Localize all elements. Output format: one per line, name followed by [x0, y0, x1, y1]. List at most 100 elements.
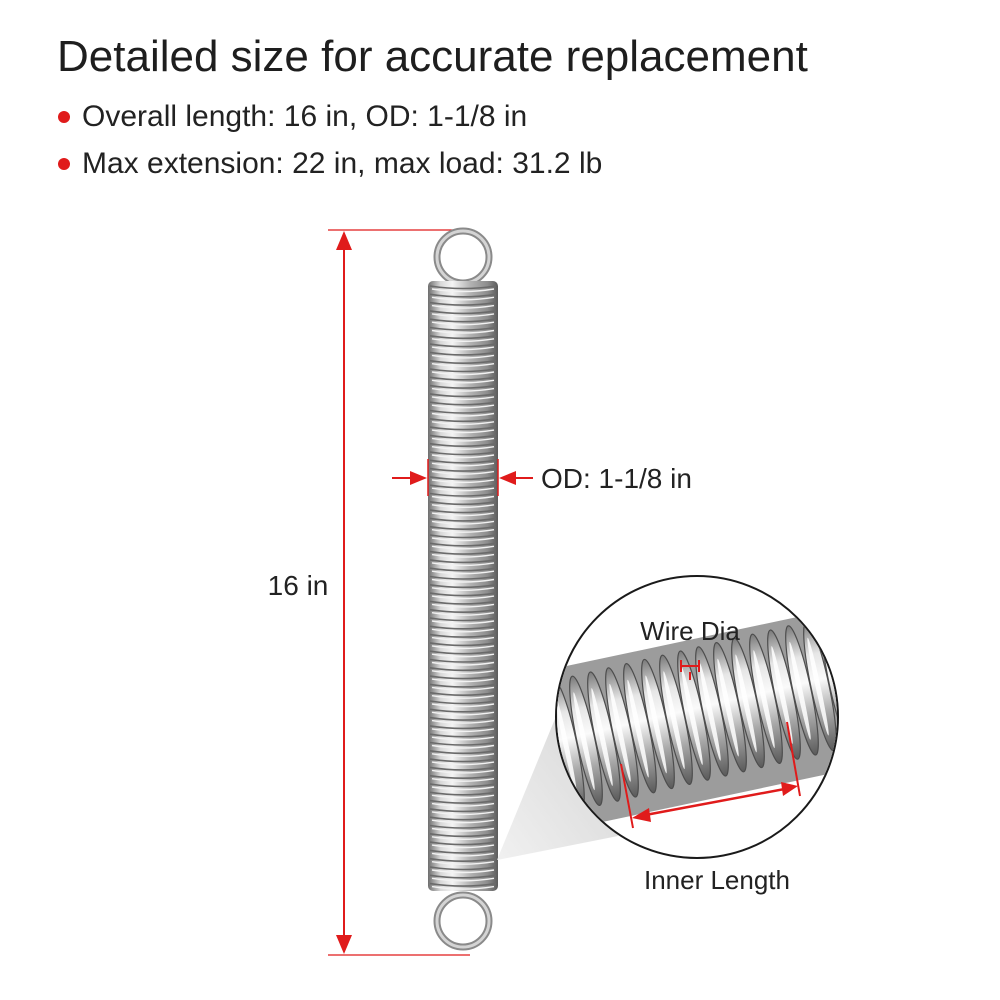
- coil-highlight: [431, 379, 495, 384]
- coil-turn: [429, 733, 497, 738]
- coil-highlight: [431, 296, 495, 301]
- coil-highlight: [431, 653, 495, 658]
- coil-highlight: [431, 338, 495, 342]
- zoom-coil-shine: [645, 675, 667, 774]
- zoom-coil-shine: [789, 641, 811, 740]
- coil-highlight: [431, 603, 495, 608]
- coil-highlight: [431, 736, 495, 741]
- coil-highlight: [431, 570, 495, 575]
- coil-turn: [429, 459, 497, 464]
- coil-turn: [429, 600, 497, 605]
- coil-highlight: [431, 329, 495, 334]
- bullet-dot-icon: [58, 158, 70, 170]
- coil-turn: [429, 808, 497, 813]
- coil-highlight: [431, 487, 495, 492]
- coil-turn: [429, 874, 497, 879]
- coil-turn: [429, 700, 497, 705]
- coil-highlight: [431, 769, 495, 774]
- coil-turn: [429, 542, 497, 547]
- coil-highlight: [431, 437, 495, 442]
- coil-highlight: [431, 304, 495, 309]
- coil-highlight: [431, 529, 495, 533]
- coil-turn: [429, 509, 497, 514]
- coil-turn: [429, 451, 497, 456]
- coil-highlight: [431, 421, 495, 425]
- coil-turn: [429, 434, 497, 439]
- coil-turn: [429, 335, 497, 340]
- coil-turn: [429, 484, 497, 489]
- coil-highlight: [431, 346, 495, 351]
- coil-highlight: [431, 562, 495, 567]
- coil-turn: [429, 683, 497, 688]
- coil-turn: [429, 617, 497, 622]
- coil-highlight: [431, 537, 495, 542]
- coil-turn: [429, 824, 497, 829]
- spring-body: [428, 281, 498, 891]
- coil-turn: [429, 310, 497, 315]
- coil-highlight: [431, 321, 495, 326]
- coil-turn: [429, 791, 497, 796]
- bottom-hook: [433, 891, 493, 951]
- coil-highlight: [431, 852, 495, 857]
- spec-item-label: Max extension: 22 in, max load: 31.2 lb: [82, 147, 603, 180]
- spec-item-overall: Overall length: 16 in, OD: 1-1/8 in: [58, 102, 602, 132]
- coil-highlight: [431, 811, 495, 816]
- coil-turn: [429, 816, 497, 821]
- coil-turn: [429, 301, 497, 306]
- zoom-coil-shine: [771, 646, 793, 744]
- coil-turn: [429, 642, 497, 647]
- spec-item-extension: Max extension: 22 in, max load: 31.2 lb: [58, 149, 602, 179]
- zoom-coil-shine: [573, 692, 595, 791]
- coil-turn: [429, 766, 497, 771]
- coil-highlight: [431, 827, 495, 832]
- zoom-coil-shine: [663, 671, 685, 770]
- coil-highlight: [431, 819, 495, 824]
- zoom-coil-turn: [833, 611, 878, 744]
- coil-turn: [429, 667, 497, 672]
- coil-highlight: [431, 703, 495, 708]
- inner-length-label: Inner Length: [644, 865, 790, 895]
- coil-turn: [429, 359, 497, 364]
- coil-highlight: [431, 446, 495, 450]
- coil-highlight: [431, 670, 495, 674]
- coil-highlight: [431, 512, 495, 517]
- coil-turn: [429, 625, 497, 630]
- coil-turn: [429, 691, 497, 696]
- coil-highlight: [431, 885, 495, 890]
- length-label: 16 in: [268, 570, 329, 601]
- od-label: OD: 1-1/8 in: [541, 463, 692, 494]
- coil-turn: [429, 467, 497, 472]
- top-hook: [433, 227, 493, 287]
- coil-highlight: [431, 545, 495, 550]
- spring-coils: [429, 285, 497, 890]
- coil-highlight: [431, 861, 495, 865]
- coil-highlight: [431, 612, 495, 616]
- coil-turn: [429, 326, 497, 331]
- coil-turn: [429, 741, 497, 746]
- zoom-detail: Wire Dia: [555, 575, 878, 859]
- coil-turn: [429, 783, 497, 788]
- coil-turn: [429, 716, 497, 721]
- spec-item-label: Overall length: 16 in, OD: 1-1/8 in: [82, 100, 528, 133]
- coil-highlight: [431, 313, 495, 318]
- coil-turn: [429, 866, 497, 871]
- coil-turn: [429, 343, 497, 348]
- coil-turn: [429, 501, 497, 506]
- coil-turn: [429, 567, 497, 572]
- coil-highlight: [431, 495, 495, 500]
- coil-highlight: [431, 504, 495, 508]
- coil-highlight: [431, 695, 495, 699]
- coil-turn: [429, 658, 497, 663]
- coil-turn: [429, 584, 497, 589]
- zoom-coil-shine: [735, 654, 757, 753]
- coil-highlight: [431, 786, 495, 791]
- coil-highlight: [431, 844, 495, 849]
- zoom-wedge: [497, 692, 618, 860]
- coil-highlight: [431, 636, 495, 641]
- bullet-dot-icon: [58, 111, 70, 123]
- coil-highlight: [431, 387, 495, 392]
- coil-turn: [429, 384, 497, 389]
- coil-highlight: [431, 595, 495, 600]
- coil-highlight: [431, 354, 495, 359]
